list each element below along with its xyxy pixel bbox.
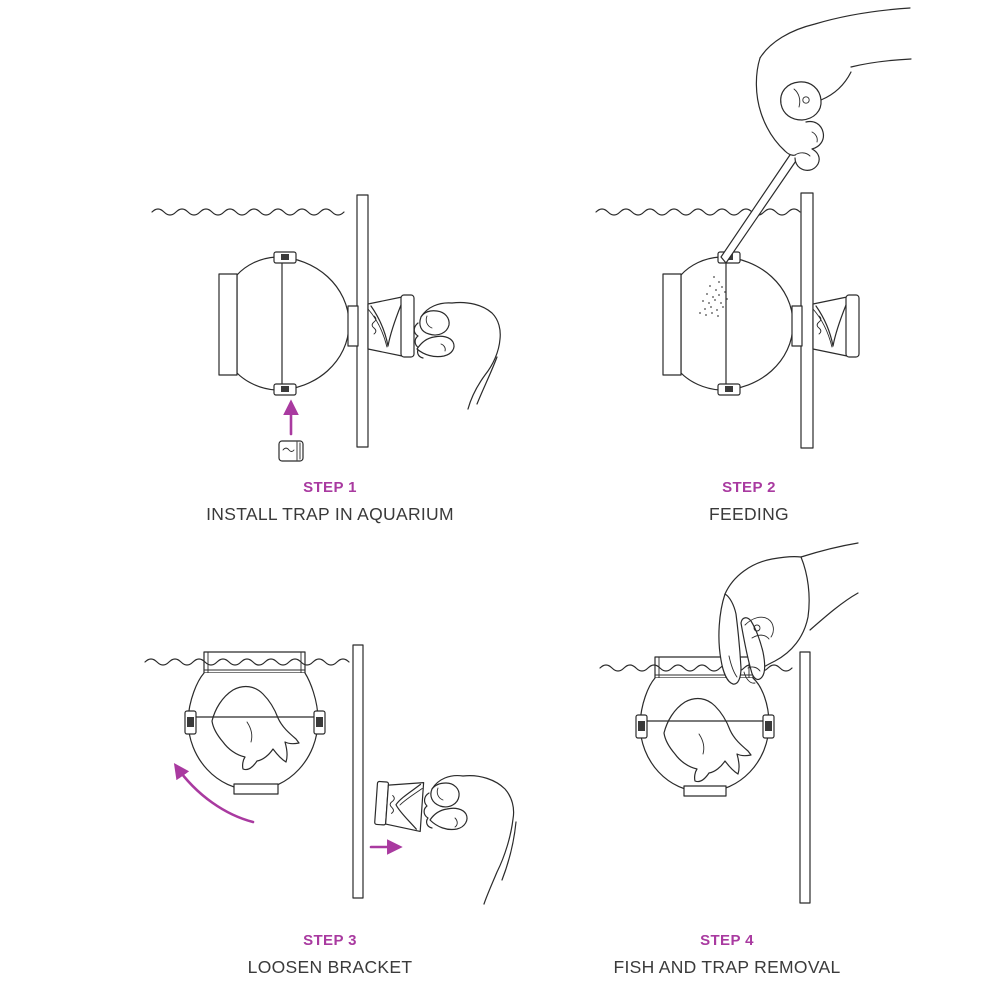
water-line-icon (151, 208, 345, 216)
rotate-arrow-icon (173, 763, 255, 824)
step3-caption: STEP 3 LOOSEN BRACKET (248, 932, 413, 978)
water-line-icon (595, 208, 801, 216)
water-line-icon (144, 658, 350, 666)
magnet-bracket-icon (812, 294, 860, 358)
feeding-pipette-icon (720, 148, 801, 264)
hand-icon (718, 542, 859, 685)
step2-illustration (595, 7, 912, 449)
step4-caption: STEP 4 FISH AND TRAP REMOVAL (613, 932, 840, 978)
step4-illustration (599, 542, 859, 904)
hand-icon (755, 7, 912, 171)
step1-caption: STEP 1 INSTALL TRAP IN AQUARIUM (206, 479, 454, 525)
fish-icon (663, 697, 752, 783)
trap-bowl (639, 677, 770, 793)
trap-opening (662, 273, 682, 376)
brand-logo (816, 315, 822, 335)
fish-trap-side-icon (218, 251, 359, 396)
inner-magnet-stub (791, 305, 803, 347)
step4-label: STEP 4 (700, 932, 754, 949)
trap-bowl (236, 256, 350, 391)
step1-label: STEP 1 (303, 479, 357, 496)
glass-panel-icon (356, 194, 369, 448)
trap-bowl (680, 256, 794, 391)
step3-label: STEP 3 (303, 932, 357, 949)
fish-trap-front-icon (184, 651, 326, 795)
trap-base (233, 783, 279, 795)
glass-panel-icon (352, 644, 364, 899)
step2-title: FEEDING (709, 504, 789, 524)
magnet-bracket-icon (367, 294, 415, 358)
fish-icon (211, 685, 300, 771)
step2-label: STEP 2 (722, 479, 776, 496)
step2-caption: STEP 2 FEEDING (709, 479, 789, 525)
magnet-bracket-icon (374, 780, 425, 833)
trap-bowl (187, 672, 319, 791)
brand-logo (389, 795, 395, 814)
fish-trap-front-icon (635, 656, 775, 797)
step1-title: INSTALL TRAP IN AQUARIUM (206, 504, 454, 524)
glass-panel-icon (800, 192, 814, 449)
spare-magnet-icon (278, 440, 304, 462)
hand-icon (413, 301, 501, 410)
step4-title: FISH AND TRAP REMOVAL (613, 957, 841, 977)
glass-panel-icon (799, 651, 811, 904)
trap-opening (218, 273, 238, 376)
fish-trap-side-icon (662, 251, 803, 396)
step1-illustration (151, 194, 501, 462)
trap-base (683, 785, 727, 797)
brand-logo (371, 315, 377, 335)
inner-magnet-stub (347, 305, 359, 347)
food-particles (699, 276, 728, 317)
step3-illustration (144, 644, 517, 905)
hand-icon (423, 774, 517, 905)
step3-title: LOOSEN BRACKET (247, 957, 413, 977)
